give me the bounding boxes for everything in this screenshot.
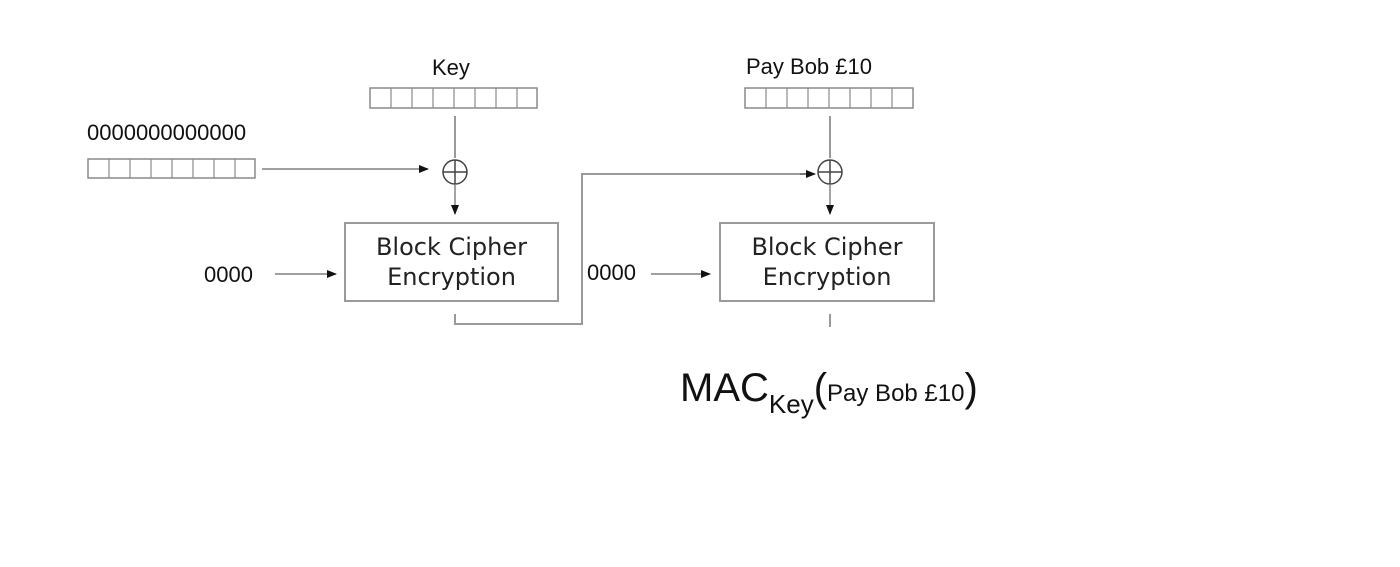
right-side-input-label: 0000 bbox=[587, 260, 636, 285]
chain-line bbox=[454, 173, 813, 325]
block-cipher-left: Block Cipher Encryption bbox=[344, 222, 559, 302]
xor-icon-left bbox=[442, 159, 468, 185]
iv-label: 0000000000000 bbox=[87, 120, 247, 145]
xor-icon-right bbox=[817, 159, 843, 185]
cipher-left-line1: Block Cipher bbox=[375, 233, 528, 261]
key-label: Key bbox=[432, 55, 470, 80]
mac-name: MAC bbox=[680, 366, 769, 410]
key-register-icon bbox=[369, 87, 538, 109]
mac-open-paren: ( bbox=[813, 366, 828, 410]
cipher-left-line2: Encryption bbox=[387, 263, 516, 291]
left-side-input-label: 0000 bbox=[204, 262, 253, 287]
message-register-icon bbox=[744, 87, 914, 109]
block-cipher-right: Block Cipher Encryption bbox=[719, 222, 935, 302]
message-label: Pay Bob £10 bbox=[746, 54, 872, 79]
mac-output: MACKey(Pay Bob £10) bbox=[680, 366, 978, 419]
mac-argument: Pay Bob £10 bbox=[827, 380, 965, 407]
iv-register-icon bbox=[87, 158, 256, 179]
cipher-right-line1: Block Cipher bbox=[751, 233, 903, 261]
mac-subscript: Key bbox=[768, 389, 814, 419]
cipher-right-line2: Encryption bbox=[762, 263, 892, 291]
mac-close-paren: ) bbox=[964, 366, 978, 410]
